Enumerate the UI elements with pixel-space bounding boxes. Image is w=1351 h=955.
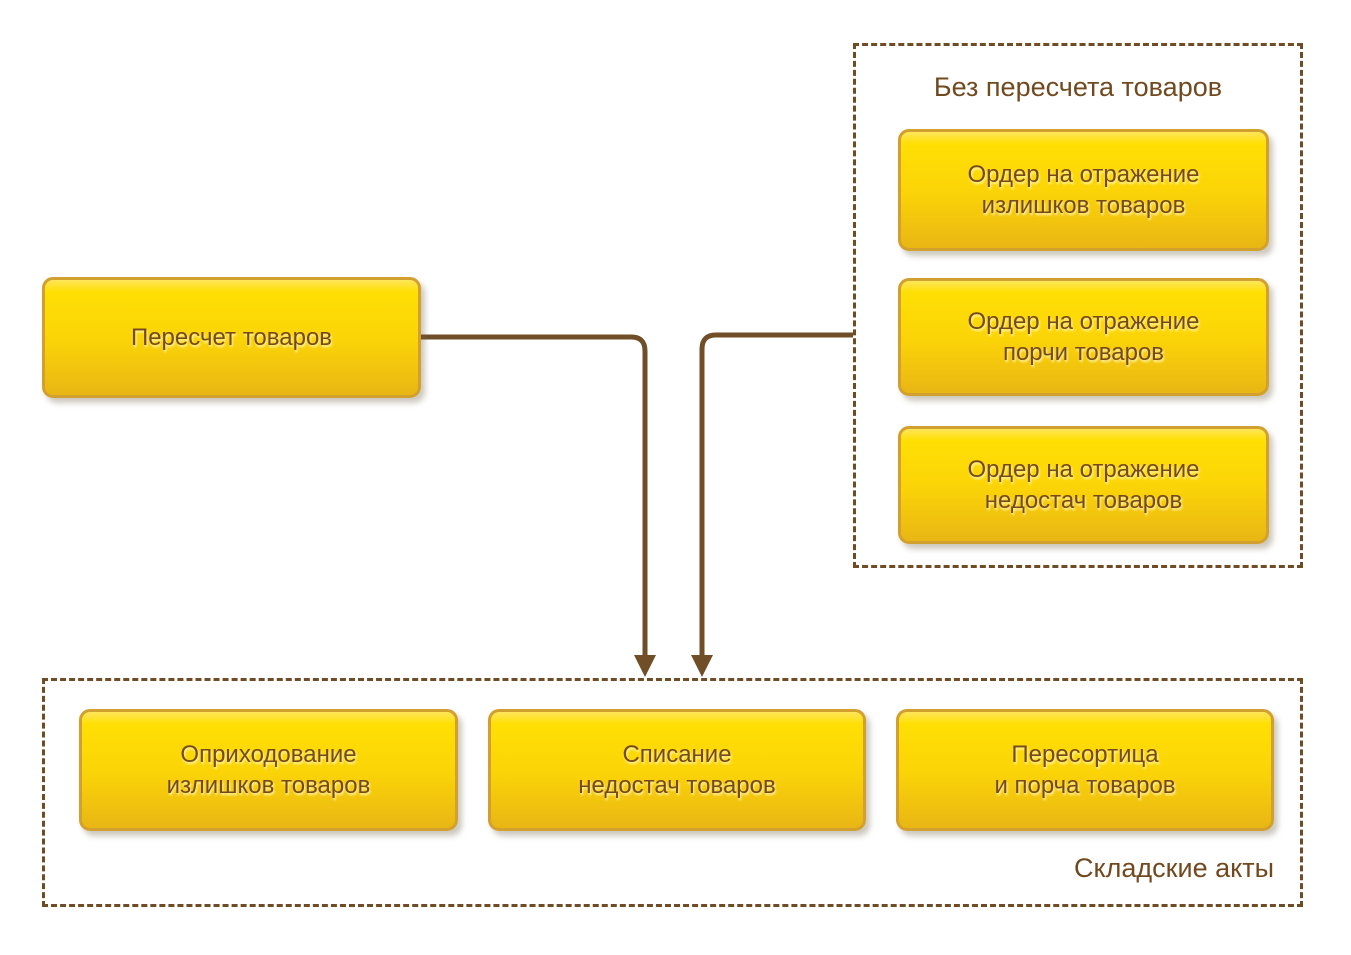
node-label-line: недостач товаров xyxy=(984,487,1183,514)
node-label-line: Списание xyxy=(622,741,732,768)
node-label: Пересчет товаров xyxy=(130,324,333,351)
connector-recount-to-acts xyxy=(421,334,656,677)
node-label-line: Пересортица xyxy=(1011,741,1159,768)
node-label-line: недостач товаров xyxy=(578,772,776,799)
node-label-line: Ордер на отражение xyxy=(967,161,1200,188)
node-regrading-damage: Пересортица и порча товаров xyxy=(896,709,1274,831)
node-label-line: излишков товаров xyxy=(166,772,371,799)
group-title: Складские акты xyxy=(1074,853,1274,883)
node-order-damage: Ордер на отражение порчи товаров xyxy=(898,278,1269,396)
node-label-line: Ордер на отражение xyxy=(967,456,1200,483)
node-order-shortage: Ордер на отражение недостач товаров xyxy=(898,426,1269,544)
group-warehouse-acts: Оприходование излишков товаров Списание … xyxy=(42,678,1303,907)
node-label-line: и порча товаров xyxy=(994,772,1176,799)
node-label-line: Оприходование xyxy=(180,741,357,768)
node-recount: Пересчет товаров xyxy=(42,277,421,398)
node-label-line: Ордер на отражение xyxy=(967,308,1200,335)
node-label-line: порчи товаров xyxy=(1002,339,1165,366)
node-surplus-receipt: Оприходование излишков товаров xyxy=(79,709,458,831)
group-title: Без пересчета товаров xyxy=(933,72,1223,102)
node-label-line: излишков товаров xyxy=(981,192,1186,219)
node-shortage-writeoff: Списание недостач товаров xyxy=(488,709,866,831)
group-no-recount: Без пересчета товаров Ордер на отражение… xyxy=(853,43,1303,568)
arrow-down-icon xyxy=(634,655,656,677)
arrow-down-icon xyxy=(691,655,713,677)
connector-orders-to-acts xyxy=(691,332,853,677)
node-order-surplus: Ордер на отражение излишков товаров xyxy=(898,129,1269,251)
